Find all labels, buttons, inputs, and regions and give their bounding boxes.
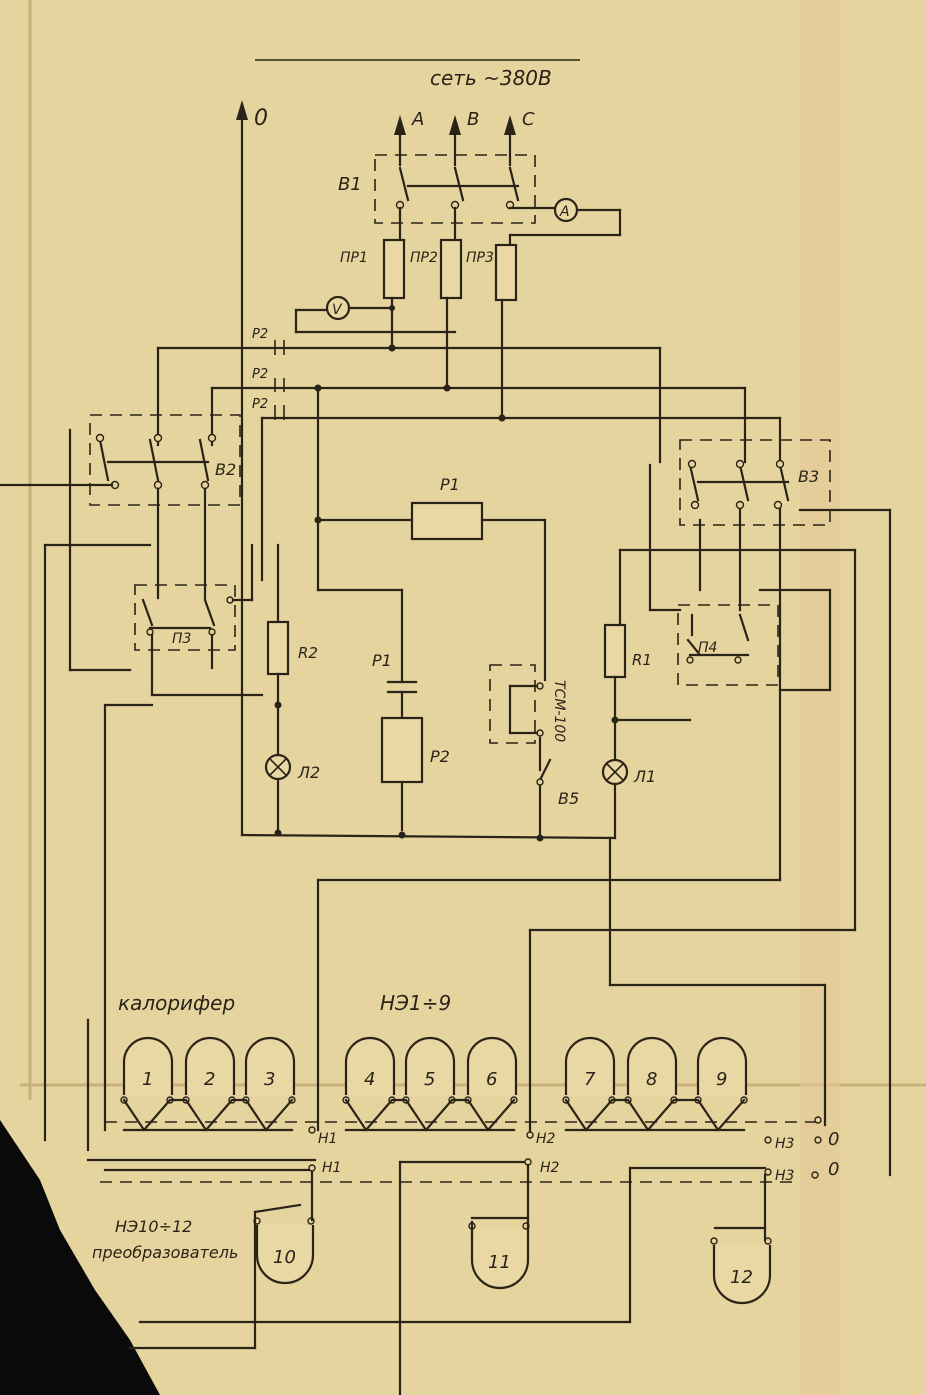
fuse-pr2	[439, 238, 463, 300]
p2-contact-a-label: P2	[252, 327, 268, 342]
p2-contact-c-label: P2	[252, 397, 268, 412]
heater-4-label: 4	[364, 1069, 375, 1090]
ammeter-label: A	[559, 204, 570, 220]
phase-b-label: B	[467, 109, 479, 130]
resistor-r2	[266, 620, 290, 676]
switch-b5-label: B5	[558, 789, 579, 808]
lamp-l1-label: Л1	[633, 767, 656, 786]
terminal-n1-bottom: Н1	[322, 1160, 341, 1176]
p2-contact-b-label: P2	[252, 367, 268, 382]
heater-3: 3	[242, 1036, 296, 1104]
terminal-n3-top: Н3	[775, 1136, 794, 1152]
phase-a-label: A	[411, 109, 424, 130]
relay-coil-p2	[380, 716, 424, 784]
paper-edge-stain	[800, 0, 840, 1395]
fuse-pr3-label: ПР3	[466, 250, 494, 266]
heater-6: 6	[464, 1036, 518, 1104]
converter-elements: 10 11 12	[253, 1217, 772, 1305]
resistor-r1-label: R1	[632, 651, 652, 669]
starter-p3-label: П3	[172, 631, 191, 647]
terminal-n2-bottom: Н2	[540, 1160, 560, 1176]
fuse-pr1	[382, 238, 406, 300]
relay-coil-p2-label: P2	[430, 747, 450, 766]
terminal-n2-top: Н2	[536, 1131, 556, 1147]
heater-4: 4	[342, 1036, 396, 1104]
terminal-zero-top: 0	[828, 1129, 839, 1150]
relay-coil-p1-label: P1	[440, 475, 460, 494]
heater-8-label: 8	[646, 1069, 657, 1090]
neutral-label: 0	[254, 106, 268, 131]
heater-9-label: 9	[716, 1069, 727, 1090]
converter-10: 10	[253, 1217, 315, 1285]
heater-6-label: 6	[486, 1069, 497, 1090]
fuse-pr3	[494, 243, 518, 302]
resistor-r1	[603, 623, 627, 679]
converter-11: 11	[468, 1222, 530, 1290]
heater-7: 7	[562, 1036, 616, 1104]
heater-9: 9	[694, 1036, 748, 1104]
heater-1-label: 1	[142, 1069, 153, 1090]
fuse-pr1-label: ПР1	[340, 250, 368, 266]
heater-5-label: 5	[424, 1069, 435, 1090]
heater-7-label: 7	[584, 1069, 596, 1090]
thermostat-label: ТСМ-100	[551, 680, 567, 742]
converter-title-label: преобразователь	[92, 1243, 238, 1262]
terminal-n3-bottom: Н3	[775, 1168, 794, 1184]
phase-c-label: C	[522, 109, 535, 130]
heater-2-label: 2	[204, 1069, 215, 1090]
converter-12: 12	[710, 1237, 772, 1305]
heater-1: 1	[120, 1036, 174, 1104]
heater-3-label: 3	[264, 1069, 275, 1090]
switch-b2-label: B2	[215, 460, 236, 479]
converter-10-label: 10	[273, 1247, 296, 1268]
converter-range-label: НЭ10÷12	[115, 1217, 192, 1236]
starter-p4-label: П4	[698, 640, 717, 656]
converter-11-label: 11	[488, 1252, 511, 1273]
heater-group-title: калорифер	[118, 991, 235, 1015]
supply-label: сеть ~380В	[430, 66, 552, 90]
heater-8: 8	[624, 1036, 678, 1104]
heater-elements: 1 2 3 4 5 6 7 8 9	[120, 1036, 748, 1132]
terminal-n1-top: Н1	[318, 1131, 337, 1147]
heater-2: 2	[182, 1036, 236, 1104]
heater-5: 5	[402, 1036, 456, 1104]
converter-12-label: 12	[730, 1267, 753, 1288]
breaker-b1-label: B1	[338, 174, 362, 195]
relay-coil-p1	[410, 501, 484, 541]
terminal-zero-bottom: 0	[828, 1159, 839, 1180]
relay-contact-p1-label: P1	[372, 651, 392, 670]
voltmeter-label: V	[332, 302, 343, 318]
resistor-r2-label: R2	[298, 644, 318, 662]
switch-b3-label: B3	[798, 467, 819, 486]
heater-group-range: НЭ1÷9	[380, 991, 451, 1015]
lamp-l2-label: Л2	[297, 763, 320, 782]
fuse-pr2-label: ПР2	[410, 250, 438, 266]
